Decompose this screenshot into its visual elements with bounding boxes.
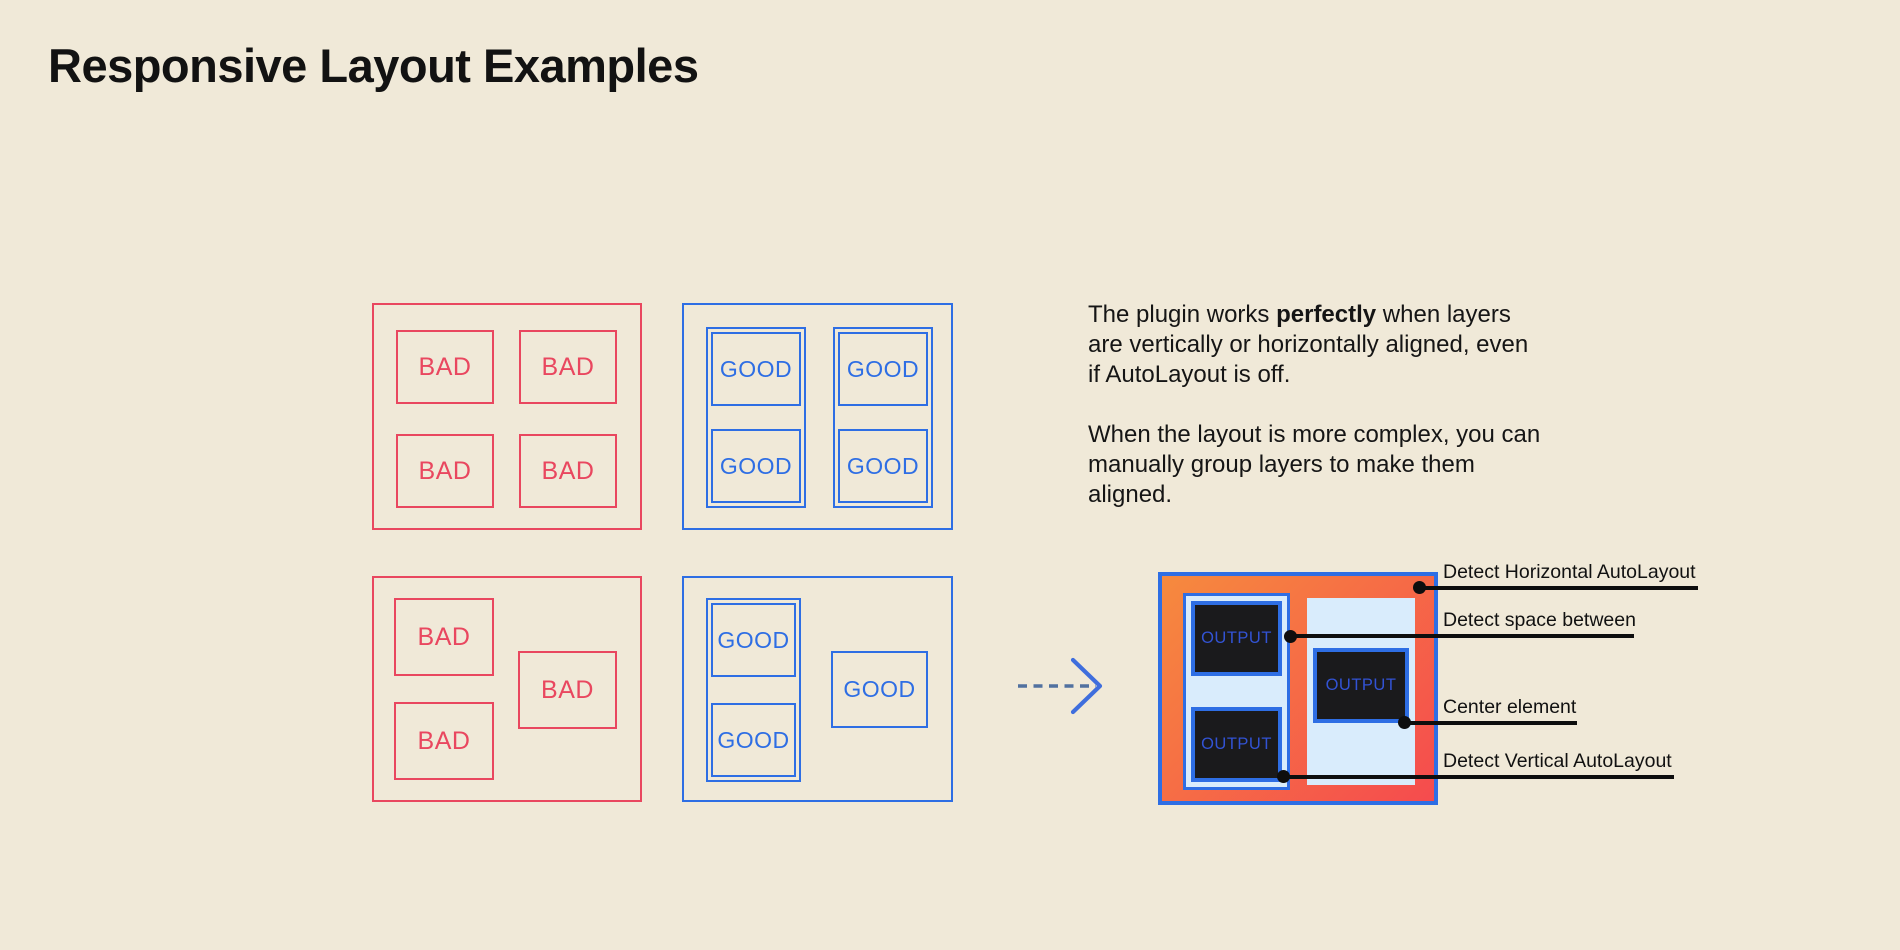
vertical-autolayout-group: OUTPUT OUTPUT [1183, 593, 1290, 790]
bad-cell: BAD [518, 651, 617, 729]
good-cell: GOOD [711, 429, 801, 503]
bad-cell: BAD [394, 598, 494, 676]
group-outline: GOOD GOOD [706, 598, 801, 782]
callout-line [1420, 586, 1698, 590]
group-outline: GOOD GOOD [833, 327, 933, 508]
good-cell-label: GOOD [846, 355, 920, 382]
good-cell-label: GOOD [717, 726, 790, 753]
bad-cell-label: BAD [418, 352, 472, 381]
callout-dot [1277, 770, 1290, 783]
good-cell: GOOD [838, 429, 928, 503]
good-cell-label: GOOD [719, 452, 793, 479]
description-paragraph-1: The plugin works perfectly when layers a… [1088, 300, 1546, 390]
bad-cell-label: BAD [417, 726, 471, 755]
good-cell-label: GOOD [846, 452, 920, 479]
center-element-panel: OUTPUT [1307, 598, 1415, 785]
dashed-arrow-right-icon [1018, 657, 1103, 715]
callout-label-horizontal-autolayout: Detect Horizontal AutoLayout [1443, 561, 1696, 583]
bad-cell: BAD [519, 434, 617, 508]
callout-label-space-between: Detect space between [1443, 609, 1636, 631]
autolayout-output-frame: OUTPUT OUTPUT OUTPUT [1158, 572, 1438, 805]
callout-line [1405, 721, 1577, 725]
good-cell: GOOD [838, 332, 928, 406]
good-cell-label: GOOD [717, 626, 790, 653]
bad-aligned-grid-frame: BAD BAD BAD BAD [372, 303, 642, 530]
good-cell: GOOD [711, 603, 796, 677]
bad-cell-label: BAD [541, 352, 595, 381]
bad-cell-label: BAD [541, 675, 594, 704]
good-cell-label: GOOD [843, 676, 916, 702]
bad-cell-label: BAD [418, 456, 472, 485]
good-grouped-grid-frame: GOOD GOOD GOOD GOOD [682, 303, 953, 530]
output-box: OUTPUT [1313, 648, 1409, 723]
output-box-label: OUTPUT [1201, 629, 1272, 647]
good-cell: GOOD [831, 651, 928, 728]
bad-cell: BAD [396, 434, 494, 508]
description-text: The plugin works perfectly when layers a… [1088, 300, 1546, 510]
good-cell: GOOD [711, 332, 801, 406]
description-bold-segment: perfectly [1276, 301, 1377, 328]
description-text-segment: when layers are vertically or horizontal… [1088, 301, 1529, 388]
bad-staggered-frame: BAD BAD BAD [372, 576, 642, 802]
bad-cell: BAD [519, 330, 617, 404]
callout-dot [1398, 716, 1411, 729]
callout-line [1291, 634, 1634, 638]
group-outline: GOOD GOOD [706, 327, 806, 508]
good-cell: GOOD [711, 703, 796, 777]
callout-dot [1413, 581, 1426, 594]
bad-cell-label: BAD [417, 622, 471, 651]
output-box: OUTPUT [1191, 601, 1282, 676]
description-paragraph-2: When the layout is more complex, you can… [1088, 421, 1541, 508]
page-title: Responsive Layout Examples [48, 39, 699, 92]
output-box: OUTPUT [1191, 707, 1282, 782]
good-cell-label: GOOD [719, 355, 793, 382]
bad-cell-label: BAD [541, 456, 595, 485]
callout-label-center-element: Center element [1443, 696, 1577, 718]
callout-label-vertical-autolayout: Detect Vertical AutoLayout [1443, 750, 1672, 772]
callout-dot [1284, 630, 1297, 643]
bad-cell: BAD [394, 702, 494, 780]
good-staggered-frame: GOOD GOOD GOOD [682, 576, 953, 802]
description-text-segment: The plugin works [1088, 301, 1277, 328]
output-box-label: OUTPUT [1201, 735, 1272, 753]
callout-line [1284, 775, 1674, 779]
bad-cell: BAD [396, 330, 494, 404]
output-box-label: OUTPUT [1325, 676, 1397, 694]
